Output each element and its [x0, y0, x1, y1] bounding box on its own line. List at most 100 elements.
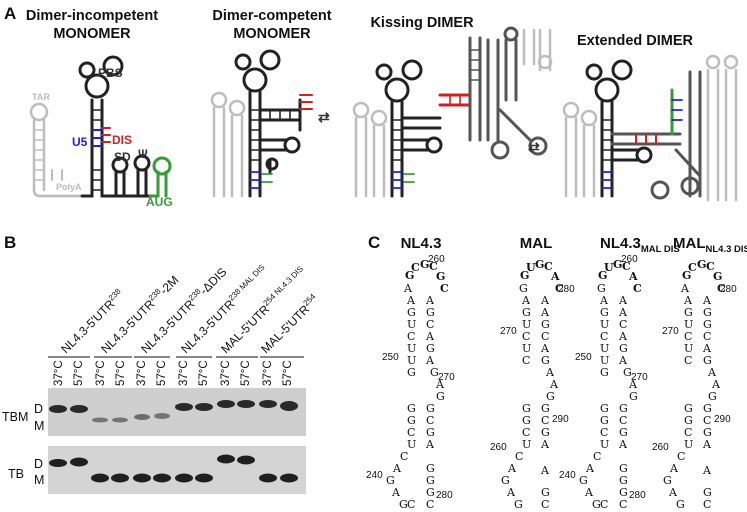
svg-text:G: G [600, 402, 609, 415]
label-dis: DIS [112, 133, 132, 147]
svg-text:A: A [668, 486, 678, 499]
svg-text:C: C [688, 261, 697, 274]
svg-text:G: G [663, 474, 672, 487]
nt-num: 270 [662, 326, 679, 337]
svg-text:A: A [711, 378, 721, 391]
svg-text:A: A [628, 270, 638, 283]
svg-text:C: C [619, 498, 627, 511]
structure-dimer-incompetent [29, 55, 172, 198]
svg-text:G: G [501, 474, 510, 487]
label-sd: SD [114, 150, 131, 164]
svg-text:G: G [541, 486, 550, 499]
svg-text:G: G [426, 462, 435, 475]
svg-text:C: C [703, 330, 711, 343]
temp-label: 57°C [156, 360, 168, 386]
svg-text:U: U [407, 438, 416, 451]
equilibrium-arrow-1: ⇄ [318, 109, 330, 125]
svg-text:U: U [600, 438, 609, 451]
nt-num: 260 [428, 254, 445, 265]
svg-text:G: G [436, 390, 445, 403]
col-title-mal: MAL [520, 235, 553, 252]
svg-text:G: G [579, 474, 588, 487]
svg-text:G: G [713, 270, 722, 283]
structure-dimer-competent [210, 49, 313, 198]
svg-text:G: G [619, 342, 628, 355]
svg-text:A: A [618, 330, 628, 343]
svg-text:A: A [392, 462, 402, 475]
svg-text:A: A [406, 294, 416, 307]
svg-text:A: A [506, 486, 516, 499]
svg-text:G: G [520, 269, 529, 282]
svg-text:A: A [540, 306, 550, 319]
svg-text:G: G [514, 498, 523, 511]
svg-text:A: A [425, 330, 435, 343]
svg-text:G: G [426, 474, 435, 487]
svg-text:C: C [407, 426, 415, 439]
svg-text:G: G [703, 354, 712, 367]
svg-text:A: A [707, 366, 717, 379]
gel-tbm [48, 388, 306, 436]
temp-label: 57°C [73, 360, 85, 386]
svg-text:C: C [600, 426, 608, 439]
svg-text:G: G [684, 414, 693, 427]
svg-text:U: U [600, 354, 609, 367]
gel-tb-bands [49, 454, 298, 483]
svg-text:C: C [522, 354, 530, 367]
svg-text:U: U [522, 318, 531, 331]
svg-text:G: G [684, 306, 693, 319]
svg-text:A: A [391, 486, 401, 499]
hairpin-nl43-stem: AG UC UU G AG CA GA G AG 250 270 GG CU C… [366, 294, 455, 511]
svg-text:C: C [717, 282, 726, 295]
svg-text:A: A [702, 342, 712, 355]
label-polya: PolyA [56, 182, 82, 192]
svg-text:C: C [407, 330, 415, 343]
svg-text:G: G [676, 498, 685, 511]
svg-text:A: A [550, 270, 560, 283]
nt-num: 280 [629, 490, 646, 501]
svg-text:G: G [541, 402, 550, 415]
svg-text:G: G [541, 426, 550, 439]
panel-a-label: A [4, 4, 16, 23]
svg-text:G: G [613, 258, 622, 271]
svg-text:G: G [600, 306, 609, 319]
svg-text:G: G [598, 269, 607, 282]
svg-text:G: G [708, 390, 717, 403]
temp-label: 57°C [282, 360, 294, 386]
svg-text:C: C [684, 354, 692, 367]
svg-text:A: A [683, 294, 693, 307]
svg-text:C: C [633, 282, 642, 295]
svg-text:G: G [703, 318, 712, 331]
svg-text:G: G [426, 426, 435, 439]
svg-text:G: G [426, 486, 435, 499]
svg-text:G: G [522, 414, 531, 427]
svg-text:C: C [400, 450, 408, 463]
svg-text:A: A [549, 378, 559, 391]
svg-text:C: C [706, 260, 715, 273]
svg-text:U: U [684, 318, 693, 331]
svg-text:G: G [546, 390, 555, 403]
svg-text:A: A [425, 294, 435, 307]
col-title-mal-nl43-dis: MALNL4.3 DIS [673, 235, 747, 255]
svg-text:C: C [426, 498, 434, 511]
svg-text:G: G [541, 318, 550, 331]
temp-label: 57°C [240, 360, 252, 386]
hairpin-mal-nl43-dis: G C G C G C A AG UC UC AG GC AG AA G 280… [652, 258, 737, 511]
svg-text:G: G [407, 414, 416, 427]
svg-text:G: G [619, 474, 628, 487]
temp-label: 37°C [178, 360, 190, 386]
svg-text:G: G [407, 306, 416, 319]
svg-text:G: G [600, 414, 609, 427]
title-dimer-competent: Dimer-competent [212, 8, 331, 24]
svg-text:C: C [619, 414, 627, 427]
svg-text:G: G [430, 366, 439, 379]
svg-text:A: A [540, 464, 550, 477]
svg-text:U: U [600, 318, 609, 331]
svg-text:C: C [522, 426, 530, 439]
hairpin-mal: G U G C A C G AG UC UC AA GC AG AA G 280… [490, 258, 575, 511]
structure-extended-dimer [562, 54, 739, 202]
svg-text:G: G [703, 486, 712, 499]
nt-num: 280 [720, 284, 737, 295]
svg-text:C: C [619, 318, 627, 331]
hairpin-nl43-mal-dis: G U G C A C G 260 AG UC UU G AA CA GA G … [559, 254, 648, 511]
svg-text:A: A [403, 282, 413, 295]
